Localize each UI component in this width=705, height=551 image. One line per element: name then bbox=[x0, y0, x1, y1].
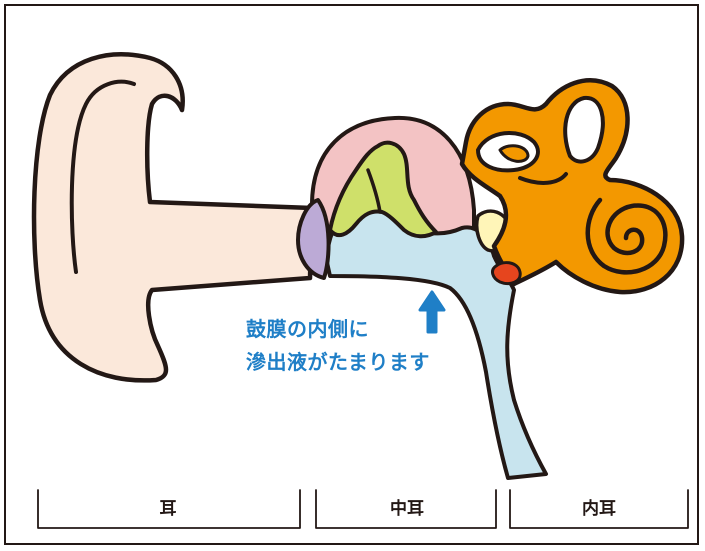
eardrum bbox=[296, 198, 331, 280]
bracket-middle-ear bbox=[315, 489, 497, 529]
section-brackets bbox=[37, 489, 689, 529]
bracket-outer-ear bbox=[37, 489, 301, 529]
auricle-helix-line bbox=[69, 79, 136, 274]
cochlea-spiral bbox=[585, 197, 668, 275]
round-window bbox=[491, 261, 522, 286]
ossicles-malleus-incus bbox=[328, 140, 438, 239]
label-outer-ear: 耳 bbox=[159, 499, 177, 519]
annotation-line-1: 鼓膜の内側に bbox=[246, 317, 369, 341]
semicircular-canal-line bbox=[518, 172, 568, 185]
bracket-inner-ear bbox=[509, 489, 689, 529]
semicircular-canal-loop-mid bbox=[498, 144, 530, 163]
annotation-line-2: 滲出液がたまります bbox=[246, 350, 430, 374]
label-middle-ear: 中耳 bbox=[390, 499, 424, 519]
ossicles-crest-line bbox=[366, 168, 382, 214]
semicircular-canal-loop-top bbox=[563, 95, 605, 164]
label-inner-ear: 内耳 bbox=[582, 499, 616, 519]
up-arrow-icon bbox=[418, 290, 446, 334]
auricle bbox=[31, 52, 315, 383]
